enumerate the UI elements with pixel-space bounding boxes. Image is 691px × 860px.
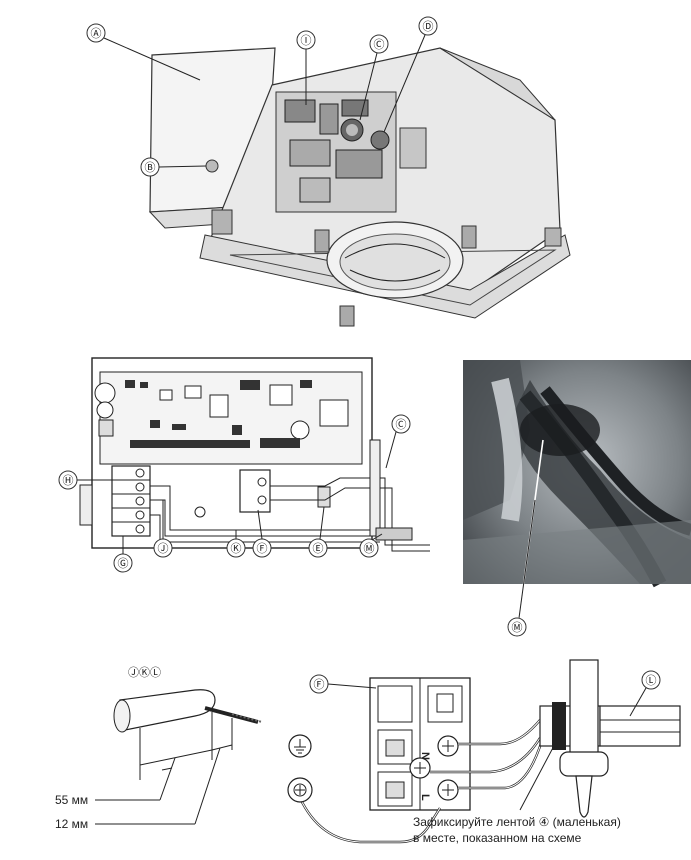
photo-callout: Ⓜ: [507, 439, 544, 637]
wire-group-label: ⒿⓀⓁ: [128, 666, 161, 679]
callout-e: Ⓔ: [313, 542, 324, 555]
dim-55mm: 55 мм: [55, 793, 88, 807]
clamp-m: [375, 527, 413, 541]
dim-12mm: 12 мм: [55, 817, 88, 831]
callout-i: Ⓘ: [301, 34, 312, 47]
callout-a: Ⓐ: [91, 27, 102, 40]
indoor-unit-illustration: [148, 47, 571, 327]
callout-c-mid: Ⓒ: [396, 418, 407, 431]
callout-l: Ⓛ: [646, 674, 657, 687]
callout-k-mid: Ⓚ: [231, 542, 242, 555]
terminal-n-mark: N: [419, 752, 431, 760]
callout-g: Ⓖ: [118, 557, 129, 570]
tape-band: [552, 702, 566, 750]
control-box-detail: [79, 357, 430, 552]
cable-photo: [463, 360, 691, 588]
callout-d: Ⓓ: [423, 20, 434, 33]
terminal-f-detail: N L: [287, 659, 681, 844]
bottom-callouts: Ⓕ Ⓛ Зафиксируйте лентой ④ (маленькая) в …: [309, 670, 661, 845]
cable-sheath: [119, 689, 216, 731]
callout-b: Ⓑ: [145, 161, 156, 174]
callout-m-photo: Ⓜ: [512, 621, 523, 634]
middle-callouts: Ⓒ Ⓗ Ⓖ Ⓙ Ⓚ Ⓕ Ⓔ Ⓜ: [58, 414, 411, 573]
callout-f-mid: Ⓕ: [257, 542, 268, 555]
callout-m-mid: Ⓜ: [364, 542, 375, 555]
instruction-line-2: в месте, показанном на схеме: [413, 831, 582, 845]
callout-c-top: Ⓒ: [374, 38, 385, 51]
terminal-block-f: [239, 469, 271, 513]
callout-f-detail: Ⓕ: [314, 678, 325, 691]
callout-h: Ⓗ: [63, 474, 74, 487]
top-callouts: Ⓐ Ⓘ Ⓒ Ⓓ Ⓑ: [86, 16, 438, 177]
callout-j-mid: Ⓙ: [158, 542, 169, 555]
terminal-l-mark: L: [419, 794, 431, 801]
instruction-line-1: Зафиксируйте лентой ④ (маленькая): [413, 815, 621, 829]
wire-strip-diagram: ⒿⓀⓁ 55 мм 12 мм: [55, 666, 263, 831]
